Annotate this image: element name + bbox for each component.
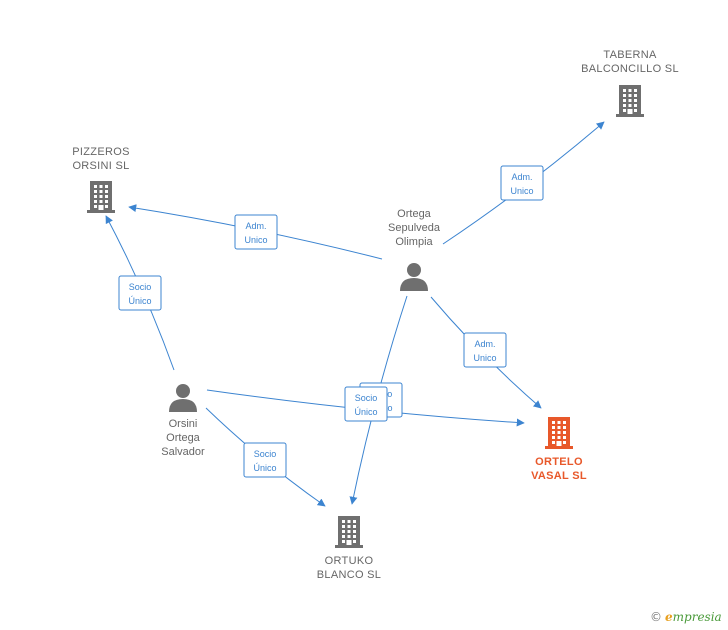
edge-label-text: Unico: [473, 353, 496, 363]
node-label-orsini: Salvador: [161, 446, 205, 458]
edge-label-text: Único: [128, 296, 151, 306]
edge-label-ortega-to-ortelo[interactable]: Adm. Unico: [463, 332, 507, 368]
node-label-ortega: Olimpia: [395, 236, 433, 248]
node-label-taberna: TABERNA: [603, 49, 657, 61]
node-ortuko[interactable]: ORTUKO BLANCO SL: [317, 516, 381, 581]
edge-label-text: Unico: [510, 186, 533, 196]
node-label-ortega: Sepulveda: [388, 222, 441, 234]
edge-label-box: [118, 275, 162, 311]
node-label-ortuko: BLANCO SL: [317, 569, 381, 581]
node-label-ortega: Ortega: [397, 208, 432, 220]
edge-label-box: [500, 165, 544, 201]
nodes-layer: TABERNA BALCONCILLO SL PIZZEROS ORSINI SL Or…: [72, 49, 679, 581]
person-icon: [169, 384, 197, 412]
edge-label-text: Único: [354, 407, 377, 417]
edge-label-text: Unico: [244, 235, 267, 245]
edge-label-ortega-to-pizzeros[interactable]: Adm. Unico: [234, 214, 278, 250]
edge-label-text: Adm.: [511, 172, 532, 182]
edge-label-text: Socio: [355, 393, 378, 403]
node-label-pizzeros: ORSINI SL: [72, 160, 129, 172]
edge-label-ortega-to-taberna[interactable]: Adm. Unico: [500, 165, 544, 201]
building-icon: [87, 181, 115, 213]
building-icon: [616, 85, 644, 117]
node-label-orsini: Orsini: [169, 418, 198, 430]
brand-logo-text: mpresia: [672, 610, 722, 624]
edge-label-text: Socio: [254, 449, 277, 459]
edge-label-box: [463, 332, 507, 368]
node-label-ortuko: ORTUKO: [325, 555, 374, 567]
building-icon: [335, 516, 363, 548]
edge-label-text: Socio: [129, 282, 152, 292]
node-label-ortelo: VASAL SL: [531, 470, 587, 482]
person-icon: [400, 263, 428, 291]
node-taberna[interactable]: TABERNA BALCONCILLO SL: [581, 49, 679, 117]
node-label-orsini: Ortega: [166, 432, 201, 444]
edge-labels-layer: Adm.UnicoAdm.UnicoAdm.UnicoSocioÚnicoSoc…: [118, 165, 544, 478]
edge-label-text: Adm.: [474, 339, 495, 349]
node-label-ortelo: ORTELO: [535, 456, 583, 468]
node-pizzeros[interactable]: PIZZEROS ORSINI SL: [72, 146, 129, 213]
edge-label-text: Único: [253, 463, 276, 473]
edge-label-box: [243, 442, 287, 478]
node-label-pizzeros: PIZZEROS: [72, 146, 129, 158]
edge-label-text: Adm.: [245, 221, 266, 231]
brand-logo-initial: e: [665, 610, 673, 624]
copyright-symbol: ©: [650, 610, 662, 624]
edge-label-box: [344, 386, 388, 422]
node-ortelo[interactable]: ORTELO VASAL SL: [531, 417, 587, 482]
brand-footer[interactable]: ©empresia: [650, 610, 722, 624]
node-label-taberna: BALCONCILLO SL: [581, 63, 679, 75]
building-icon: [545, 417, 573, 449]
edge-label-box: [234, 214, 278, 250]
